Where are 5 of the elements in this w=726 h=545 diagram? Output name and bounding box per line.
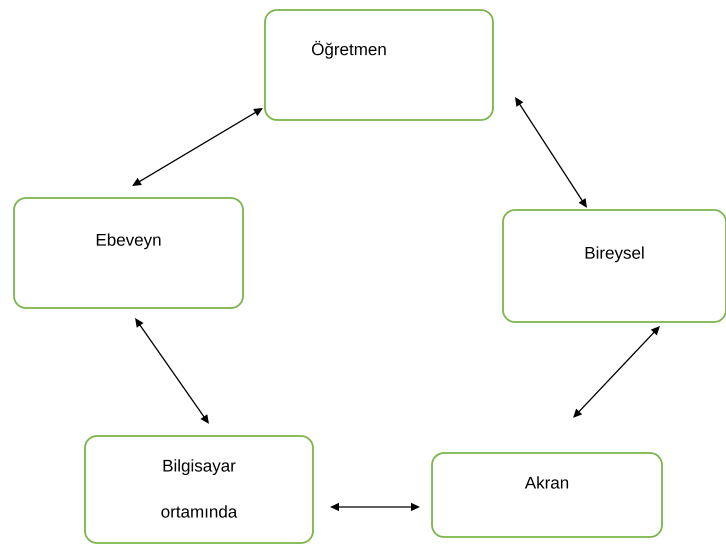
- rounded-box: Bilgisayar ortamında: [84, 435, 314, 544]
- rounded-box: Akran: [431, 452, 663, 538]
- rounded-box: Bireysel: [502, 209, 726, 323]
- rounded-box: Öğretmen: [264, 9, 494, 121]
- rounded-box: Ebeveyn: [13, 197, 244, 309]
